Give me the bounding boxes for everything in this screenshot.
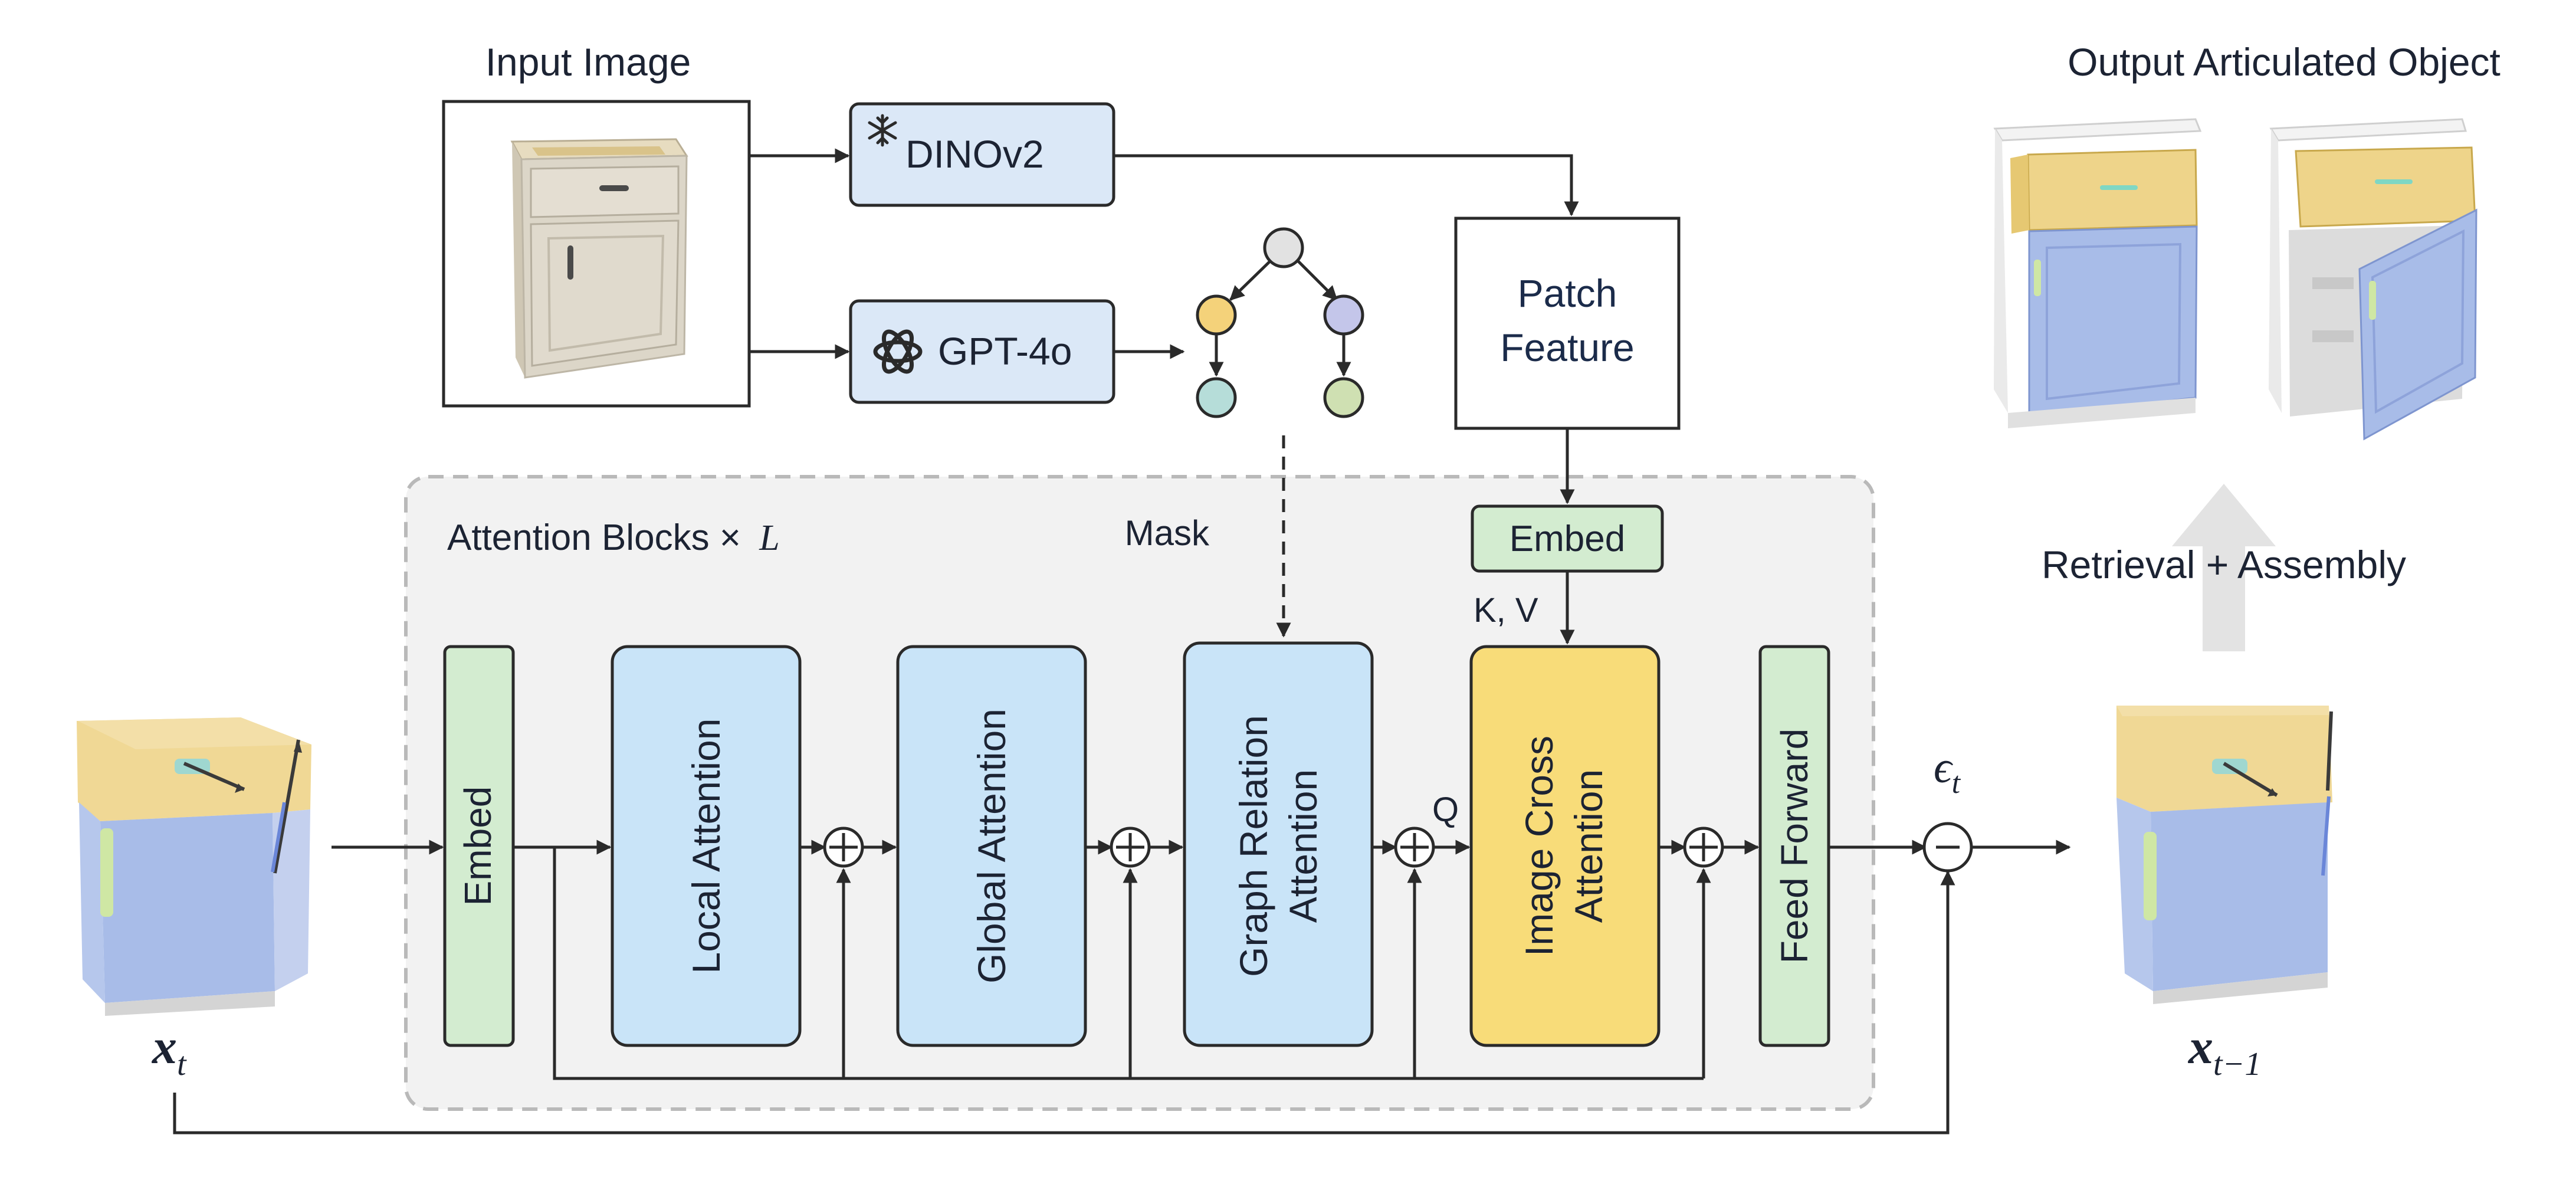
residual-add-3 (1394, 827, 1435, 868)
noisy-cabinet-xt (77, 717, 311, 1016)
patch-feature-line2: Feature (1500, 326, 1634, 369)
arrow-dino-to-patch (1114, 154, 1579, 217)
denoised-cabinet-xt1 (2116, 706, 2333, 1004)
epsilon-t-label: ϵt (1934, 743, 1961, 800)
graph-node-right (1323, 294, 1364, 336)
snowflake-icon (868, 114, 897, 147)
gpt4o-label: GPT-4o (938, 329, 1072, 373)
graph-node-left (1196, 294, 1237, 336)
output-cabinet-closed (1993, 118, 2202, 428)
part-graph-tree (1196, 227, 1364, 418)
input-cabinet-image (510, 138, 688, 379)
graph-relation-label-line1: Graph Relation (1232, 715, 1275, 977)
residual-add-1 (823, 827, 864, 868)
feed-forward-label: Feed Forward (1773, 729, 1816, 963)
graph-node-left-child (1196, 377, 1237, 418)
q-label: Q (1432, 791, 1459, 829)
retrieval-arrow (2172, 484, 2276, 651)
openai-logo-icon (873, 329, 923, 374)
noise-subtract (1922, 822, 1973, 873)
image-cross-attention-block (1469, 645, 1661, 1047)
image-cross-label-line2: Attention (1567, 769, 1610, 923)
patch-feature-line1: Patch (1518, 271, 1617, 315)
output-cabinet-open (2269, 118, 2477, 441)
embed-kv-label: Embed (1509, 519, 1625, 559)
residual-add-2 (1110, 827, 1151, 868)
graph-relation-attention-block (1183, 641, 1374, 1047)
kv-label: K, V (1474, 591, 1538, 629)
mask-label: Mask (1125, 513, 1210, 553)
retrieval-assembly-label: Retrieval + Assembly (2042, 543, 2406, 586)
main-flow-arrows (173, 840, 2071, 1134)
x-t-minus-1-label: xt−1 (2187, 1019, 2261, 1083)
patch-feature-box (1454, 217, 1681, 430)
residual-add-4 (1683, 827, 1724, 868)
output-title: Output Articulated Object (2068, 40, 2500, 84)
global-attention-label: Global Attention (970, 709, 1013, 983)
graph-node-root (1263, 227, 1304, 268)
attention-blocks-title: Attention Blocks × L (447, 517, 780, 558)
local-attention-label: Local Attention (684, 719, 728, 974)
image-cross-label-line1: Image Cross (1517, 736, 1561, 956)
graph-node-right-child (1323, 377, 1364, 418)
input-image-title: Input Image (485, 40, 691, 84)
x-t-label: xt (151, 1019, 187, 1083)
dinov2-label: DINOv2 (905, 132, 1044, 176)
embed-block-label: Embed (457, 786, 499, 906)
graph-relation-label-line2: Attention (1281, 769, 1325, 923)
